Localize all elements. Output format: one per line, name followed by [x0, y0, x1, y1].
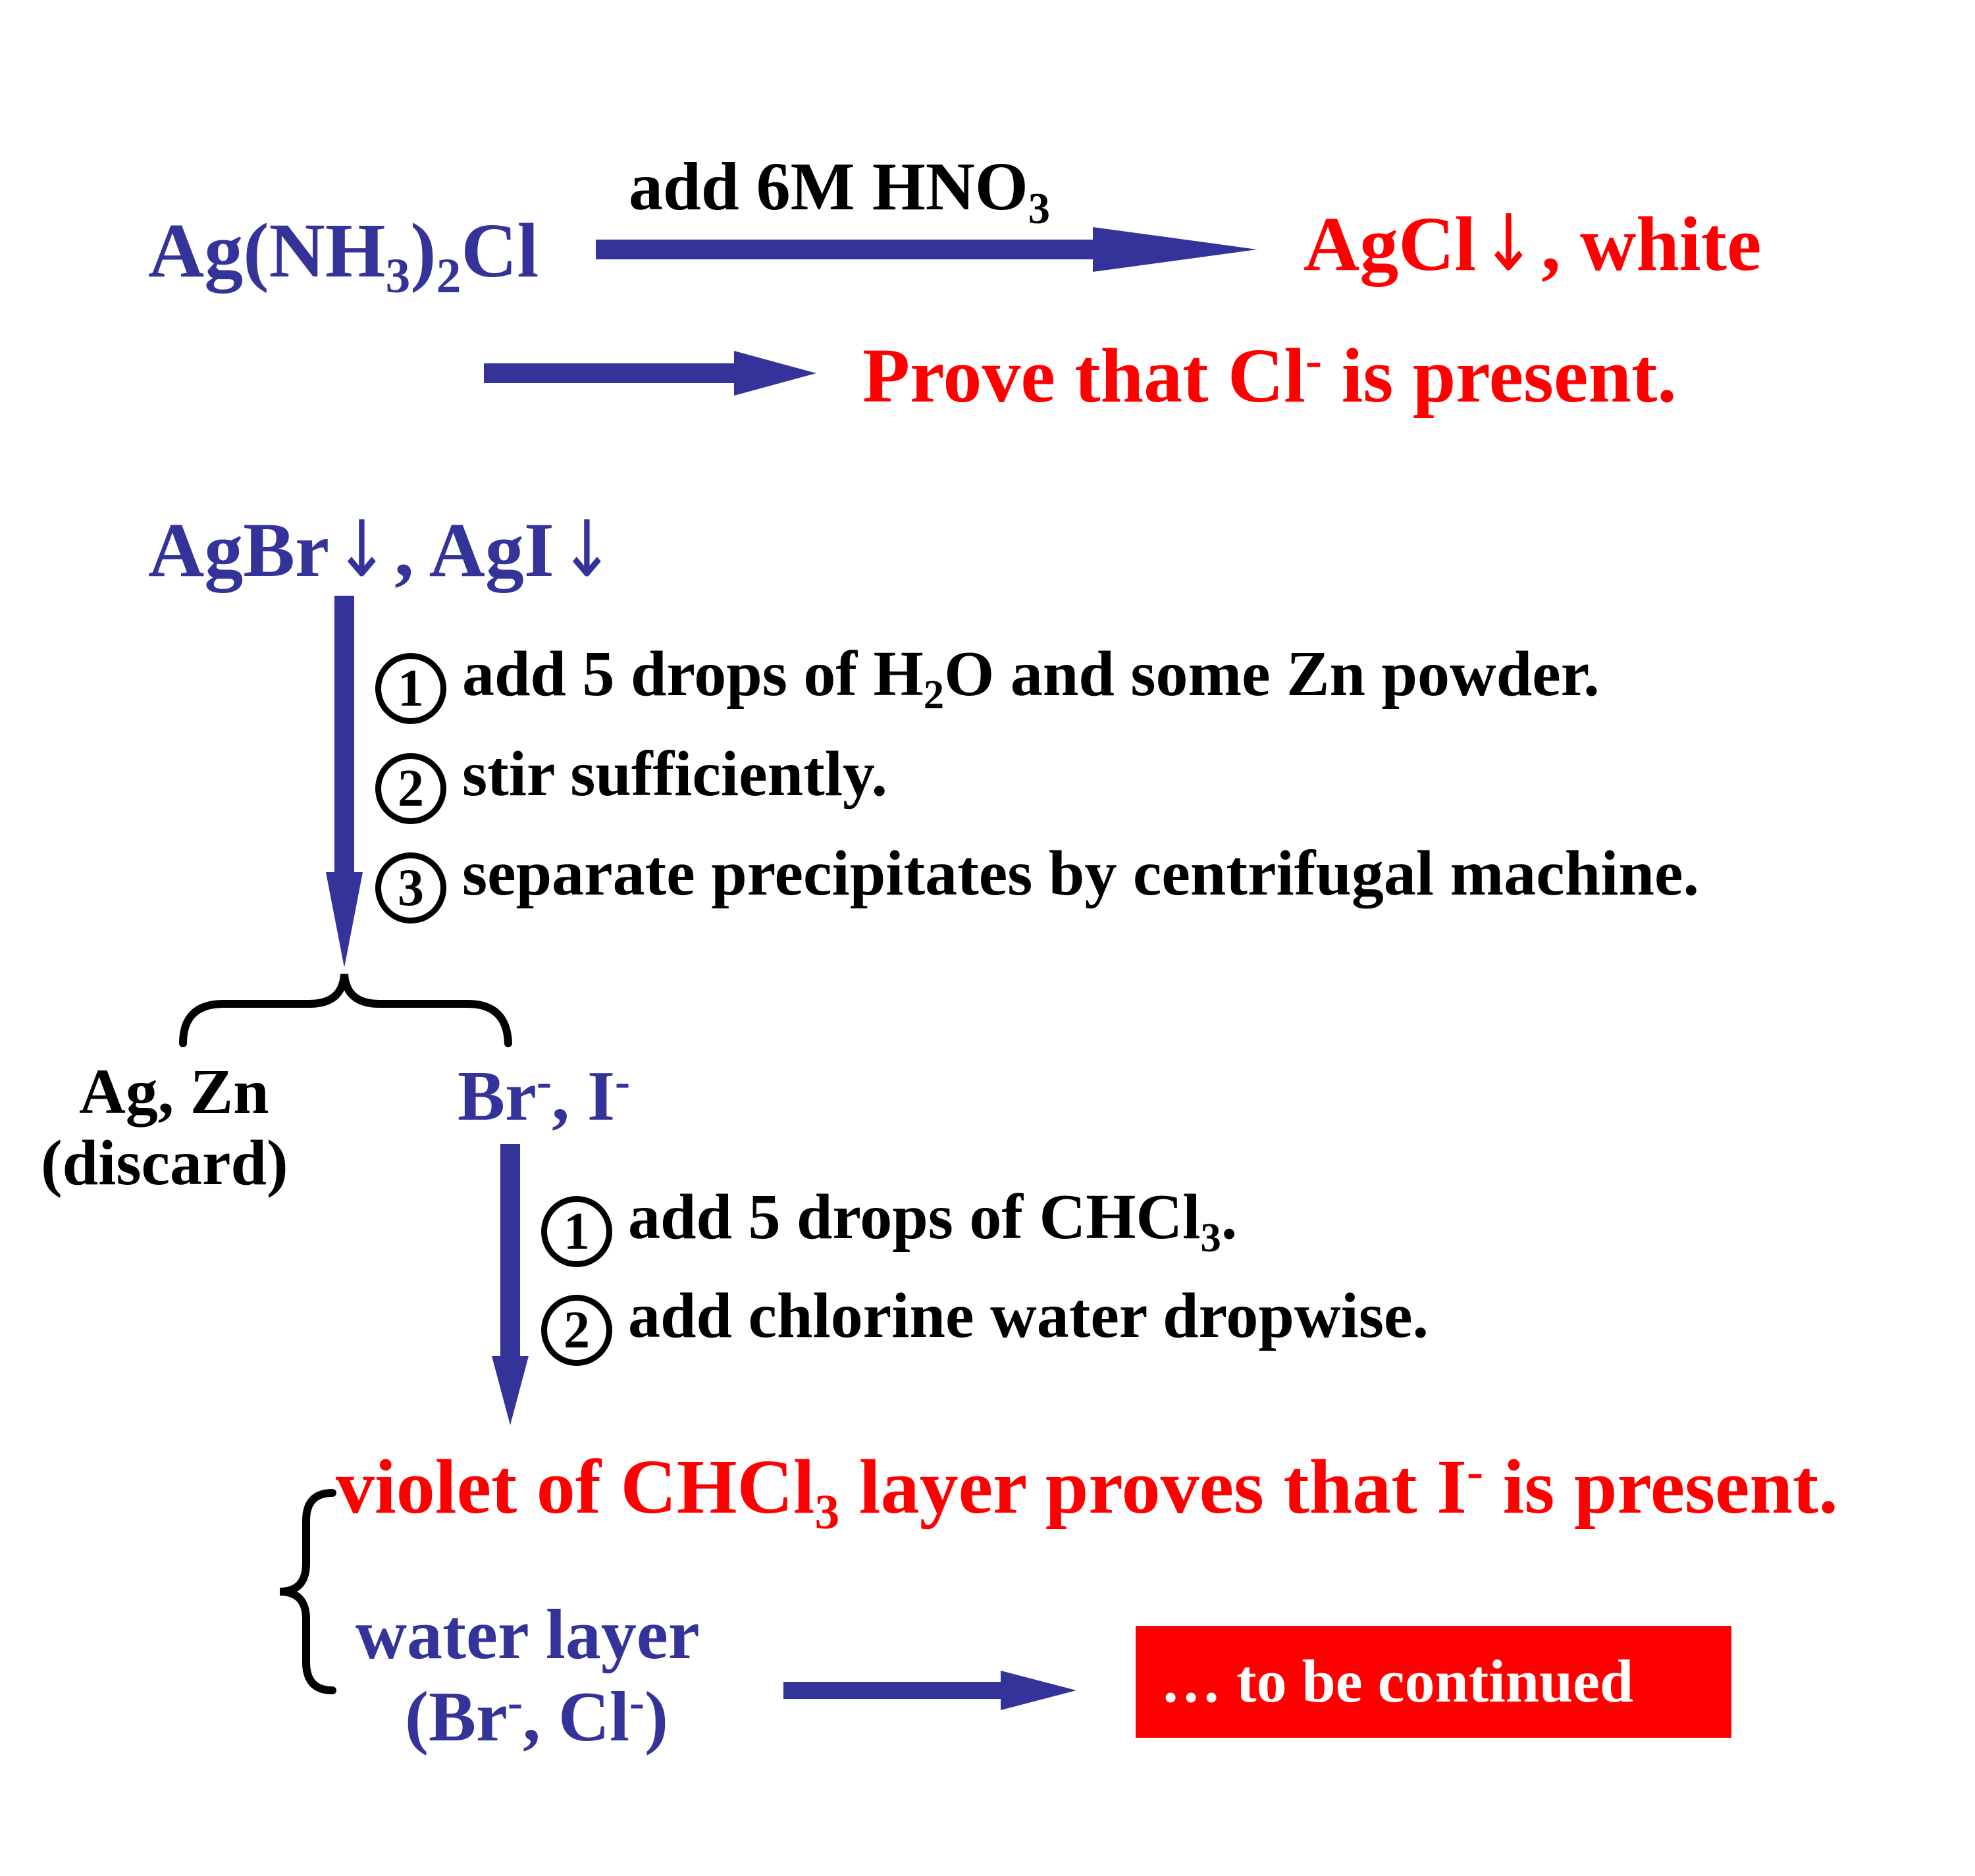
discard-label: (discard) — [41, 1128, 288, 1199]
arrow-chcl3-treatment — [492, 1144, 529, 1425]
step-number-badge: 1 — [375, 653, 446, 724]
filtrate-br-i: Br-, I- — [458, 1056, 631, 1135]
reagent-ag-nh3-2-cl: Ag(NH3)2Cl — [148, 207, 539, 304]
brace-result — [279, 1489, 336, 1694]
arrow-continue — [783, 1671, 1076, 1710]
water-layer-contents: (Br-, Cl-) — [405, 1677, 668, 1756]
brace-split — [179, 974, 512, 1047]
step-number-badge: 1 — [541, 1196, 612, 1267]
step-number-badge: 2 — [375, 753, 446, 824]
arrow-zn-treatment — [326, 596, 363, 968]
ag-zn-label: Ag, Zn — [79, 1056, 269, 1128]
precipitate-arrow-icon: ↓ — [559, 504, 615, 594]
step-number-badge: 2 — [541, 1295, 612, 1366]
arrow-hno3 — [596, 227, 1257, 272]
precipitate-arrow-icon: ↓ — [334, 504, 390, 594]
conclusion-i-present: violet of CHCl3 layer proves that I- is … — [336, 1444, 1838, 1540]
arrow-prove — [484, 351, 816, 396]
to-be-continued-text: … to be continued — [1161, 1648, 1634, 1715]
step-number-badge: 3 — [375, 852, 446, 924]
product-agcl-white: AgCl↓, white — [1304, 197, 1762, 288]
to-be-continued-box: … to be continued — [1136, 1626, 1731, 1738]
water-layer-label: water layer — [356, 1596, 700, 1674]
label-add-hno3: add 6M HNO3 — [629, 149, 1051, 234]
precipitates-agbr-agi: AgBr↓, AgI↓ — [148, 504, 615, 594]
precipitate-arrow-icon: ↓ — [1481, 197, 1537, 288]
conclusion-cl-present: Prove that Cl- is present. — [862, 332, 1677, 419]
